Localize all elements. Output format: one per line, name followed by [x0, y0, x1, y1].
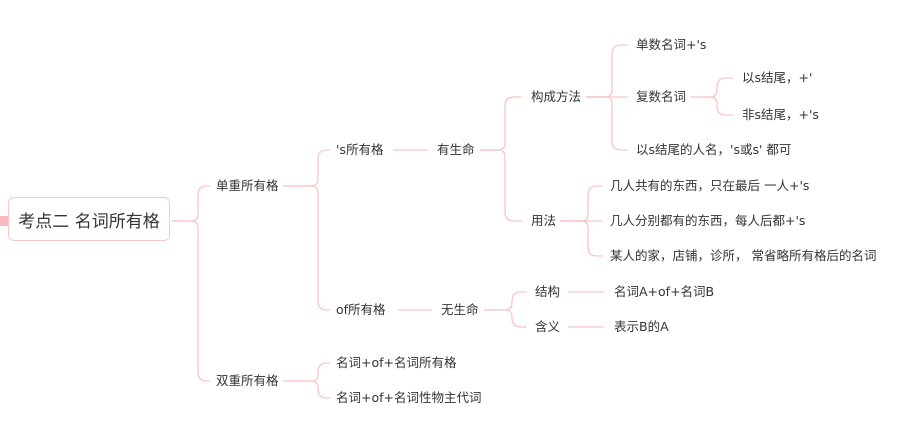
connector [484, 309, 527, 328]
node-of-possessive[interactable]: of所有格 [336, 302, 386, 317]
node-inanimate[interactable]: 无生命 [441, 302, 479, 317]
node-usage-item[interactable]: 几人共有的东西，只在最后 一人+'s [610, 178, 810, 193]
node-double-item[interactable]: 名词+of+名词所有格 [336, 355, 457, 370]
node-plural[interactable]: 复数名词 [636, 89, 687, 104]
connector [283, 380, 330, 399]
node-singular[interactable]: 单数名词+'s [636, 37, 707, 52]
connector [283, 362, 330, 382]
node-not-s[interactable]: 非s结尾，+'s [742, 107, 819, 122]
node-ends-s[interactable]: 以s结尾，+' [742, 70, 813, 85]
node-double-possessive[interactable]: 双重所有格 [216, 373, 279, 388]
root-node[interactable]: 考点二 名词所有格 [8, 197, 170, 241]
node-names[interactable]: 以s结尾的人名，'s或s' 都可 [636, 142, 792, 157]
node-s-possessive[interactable]: 's所有格 [336, 142, 384, 157]
collapse-handle[interactable] [0, 216, 8, 226]
node-usage-item[interactable]: 几人分别都有的东西，每人后都+'s [610, 213, 806, 228]
connector [560, 185, 602, 222]
connector [283, 149, 330, 187]
node-meaning-value[interactable]: 表示B的A [614, 319, 669, 334]
connector [480, 96, 522, 151]
connector [691, 96, 733, 116]
node-usage[interactable]: 用法 [531, 213, 557, 228]
node-usage-item[interactable]: 某人的家，店铺，诊所， 常省略所有格后的名词 [610, 248, 877, 263]
node-structure[interactable]: 结构 [535, 284, 561, 299]
node-meaning[interactable]: 含义 [535, 319, 561, 334]
connector [484, 291, 527, 311]
connector [283, 185, 330, 311]
node-single-possessive[interactable]: 单重所有格 [216, 178, 279, 193]
node-formation[interactable]: 构成方法 [531, 89, 582, 104]
node-animate[interactable]: 有生命 [437, 142, 475, 157]
connector [691, 77, 733, 98]
node-structure-value[interactable]: 名词A+of+名词B [614, 284, 715, 299]
root-label: 考点二 名词所有格 [18, 211, 160, 232]
node-double-item[interactable]: 名词+of+名词性物主代词 [336, 390, 482, 405]
connector [586, 44, 628, 98]
connector [172, 185, 210, 222]
connector [480, 149, 522, 222]
connector [560, 220, 602, 257]
connector [172, 220, 210, 382]
connector [586, 96, 628, 151]
